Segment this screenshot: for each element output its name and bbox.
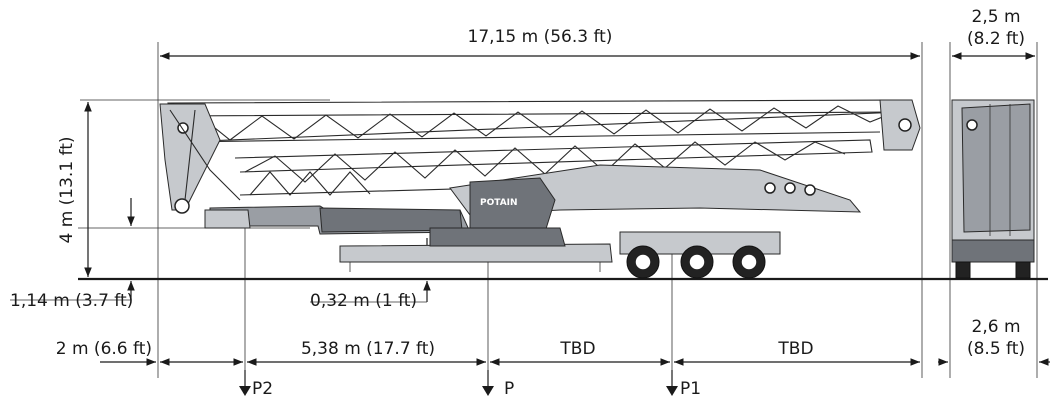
p1-to-end-label: TBD bbox=[777, 339, 813, 359]
wheels bbox=[626, 245, 766, 279]
width-bottom-ft-label: (8.5 ft) bbox=[967, 339, 1025, 359]
outrigger-beam bbox=[339, 243, 613, 263]
p2-label: P2 bbox=[252, 379, 273, 399]
p1-load-arrow bbox=[666, 386, 678, 396]
width-top-label: 2,5 m bbox=[972, 7, 1021, 27]
p2-load-arrow bbox=[239, 386, 251, 396]
p1-label: P1 bbox=[680, 379, 701, 399]
width-bottom-label: 2,6 m bbox=[972, 317, 1021, 337]
front-overhang-label: 2 m (6.6 ft) bbox=[56, 339, 152, 359]
brand-label: POTAIN bbox=[480, 198, 518, 208]
width-top-ft-label: (8.2 ft) bbox=[967, 29, 1025, 49]
overall-length-label: 17,15 m (56.3 ft) bbox=[468, 27, 613, 47]
dimension-arrows bbox=[10, 52, 1050, 366]
p-load-arrow bbox=[482, 386, 494, 396]
crane-side-view: POTAIN bbox=[159, 99, 921, 279]
dimension-labels: 17,15 m (56.3 ft) 2,5 m (8.2 ft) 4 m (13… bbox=[10, 7, 1025, 399]
p-label: P bbox=[504, 379, 514, 399]
clearance-mid-label: 0,32 m (1 ft) bbox=[310, 291, 417, 311]
p2-to-p-label: 5,38 m (17.7 ft) bbox=[301, 339, 435, 359]
jib-tip bbox=[879, 99, 921, 151]
tower-head bbox=[159, 103, 241, 214]
clearance-left-label: 1,14 m (3.7 ft) bbox=[10, 291, 133, 311]
upper-jib bbox=[167, 99, 906, 143]
load-arrows bbox=[239, 370, 678, 396]
cab-housing: POTAIN bbox=[469, 177, 556, 233]
height-label: 4 m (13.1 ft) bbox=[57, 136, 77, 243]
extension-lines bbox=[78, 42, 1038, 378]
p-to-p1-label: TBD bbox=[559, 339, 595, 359]
crane-rear-view bbox=[951, 99, 1035, 279]
